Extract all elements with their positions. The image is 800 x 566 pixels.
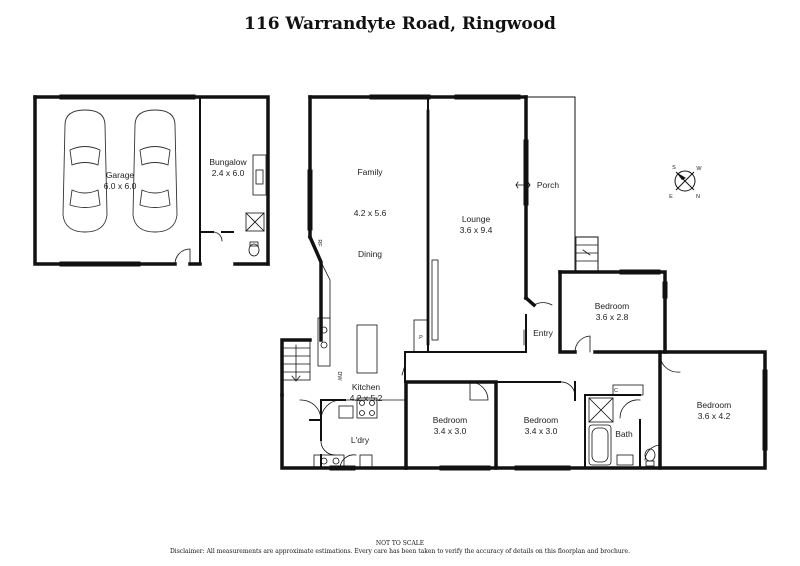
disclaimer: Disclaimer: All measurements are approxi…: [169, 548, 631, 555]
bungalow-size: 2.4 x 6.0: [212, 168, 245, 178]
compass-w-label: W: [696, 166, 702, 172]
fixture-labels: RF DW P C: [316, 239, 618, 394]
bedroom-s2-name: Bedroom: [524, 415, 559, 425]
kitchen-fittings: [313, 259, 439, 468]
garage-size: 6.0 x 6.0: [104, 181, 137, 191]
bedroom-ne-size: 3.6 x 2.8: [596, 312, 629, 322]
car-outlines: [62, 109, 178, 233]
bath-fittings: [588, 384, 656, 467]
lounge-size: 3.6 x 9.4: [460, 225, 493, 235]
compass-rose: S W E N: [669, 165, 702, 200]
bath-name: Bath: [615, 429, 633, 439]
bungalow-name: Bungalow: [209, 157, 247, 167]
stairs: [281, 236, 599, 382]
compass-n-label: N: [696, 194, 700, 200]
page-title: 116 Warrandyte Road, Ringwood: [244, 14, 556, 34]
garage-windows: [59, 94, 196, 267]
bedroom-s1-name: Bedroom: [433, 415, 468, 425]
interior-walls: [309, 96, 641, 469]
compass-e-label: E: [669, 194, 673, 200]
family-name: Family: [357, 167, 383, 177]
family-dining-size: 4.2 x 5.6: [354, 208, 387, 218]
kitchen-name: Kitchen: [352, 382, 381, 392]
bedroom-e-size: 3.6 x 4.2: [698, 411, 731, 421]
laundry-name: L'dry: [351, 435, 370, 445]
windows: [307, 94, 768, 471]
cupboard-label: C: [614, 388, 618, 394]
sliding-doors: [426, 109, 531, 346]
scale-note: NOT TO SCALE: [375, 540, 425, 547]
porch-name: Porch: [537, 180, 559, 190]
fridge-label: RF: [316, 239, 322, 247]
dishwasher-label: DW: [336, 371, 342, 381]
garage-door-arcs: [174, 231, 223, 265]
lounge-name: Lounge: [462, 214, 491, 224]
pantry-label: P: [419, 335, 423, 341]
bedroom-s2-size: 3.4 x 3.0: [525, 426, 558, 436]
dining-name: Dining: [358, 249, 382, 259]
garage-walls: [33, 95, 270, 266]
bungalow-partition: [199, 96, 234, 265]
door-arcs: [299, 249, 681, 469]
bungalow-fittings: [245, 154, 267, 257]
entry-name: Entry: [533, 328, 554, 338]
bedroom-ne-name: Bedroom: [595, 301, 630, 311]
kitchen-size: 4.2 x 5.2: [350, 393, 383, 403]
bedroom-e-name: Bedroom: [697, 400, 732, 410]
room-labels: Garage 6.0 x 6.0 Bungalow 2.4 x 6.0 Fami…: [104, 157, 732, 445]
bedroom-s1-size: 3.4 x 3.0: [434, 426, 467, 436]
garage-name: Garage: [106, 170, 135, 180]
compass-s-label: S: [672, 165, 676, 171]
